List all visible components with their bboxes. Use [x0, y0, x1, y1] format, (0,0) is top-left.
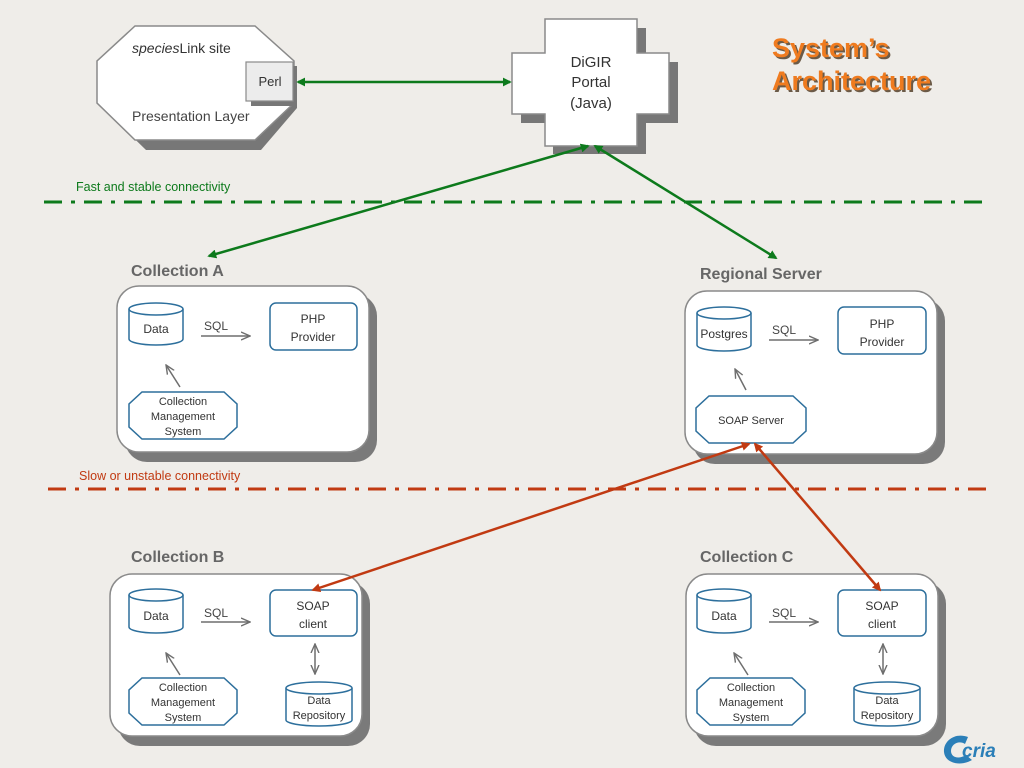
soap-server-collection-b-link: [311, 442, 751, 592]
collection-a-cms-arrow: [166, 365, 181, 388]
collection-b-cms-line1: Collection: [159, 682, 207, 694]
collection-b-cms: Collection Management System: [128, 677, 238, 726]
regional-server-title: Regional Server: [700, 266, 822, 283]
collection-b-sql-label: SQL: [204, 606, 228, 620]
collection-c-cms-line3: System: [733, 712, 770, 724]
collection-a-cms: Collection Management System: [128, 391, 238, 440]
collection-c-repo-line2: Repository: [861, 710, 914, 722]
collection-c-client-line1: SOAP: [865, 599, 898, 613]
regional-soap-arrow: [735, 369, 747, 391]
soap-server-collection-c-link: [753, 442, 882, 592]
perl-label: Perl: [258, 74, 281, 89]
collection-c-sql-label: SQL: [772, 606, 796, 620]
presentation-layer-label: Presentation Layer: [132, 108, 250, 124]
slow-connectivity-label: Slow or unstable connectivity: [79, 469, 241, 483]
collection-b-client-line2: client: [299, 617, 328, 631]
collection-a-provider-line1: PHP: [301, 312, 326, 326]
collection-c-data-label: Data: [711, 609, 737, 623]
collection-a-title: Collection A: [131, 263, 224, 280]
collection-b-cms-arrow: [166, 653, 181, 676]
soap-server-label: SOAP Server: [718, 415, 784, 427]
collection-b-repo-line2: Repository: [293, 710, 346, 722]
collection-b-repo-line1: Data: [307, 695, 331, 707]
regional-db-label: Postgres: [700, 327, 747, 341]
collection-a-cms-line2: Management: [151, 411, 215, 423]
collection-c-client-line2: client: [868, 617, 897, 631]
collection-c-title: Collection C: [700, 549, 794, 566]
regional-postgres-db: Postgres: [696, 306, 752, 352]
collection-b-cms-line3: System: [165, 712, 202, 724]
collection-c-panel: Data SQL SOAP client Data Repository Col…: [685, 573, 946, 746]
collection-a-cms-line3: System: [165, 426, 202, 438]
collection-c-cms-line1: Collection: [727, 682, 775, 694]
fast-connectivity-label: Fast and stable connectivity: [76, 180, 231, 194]
portal-line2: Portal: [571, 74, 610, 91]
collection-c-cms: Collection Management System: [696, 677, 806, 726]
collection-c-data-repository: Data Repository: [853, 681, 921, 727]
collection-c-cms-arrow: [734, 653, 749, 676]
collection-c-data-db: Data: [696, 588, 752, 634]
collection-a-panel: Data SQL PHP Provider Collection Managem…: [116, 285, 377, 462]
portal-collection-a-link: [207, 143, 590, 259]
collection-b-panel: Data SQL SOAP client Data Repository Col…: [109, 573, 370, 746]
collection-a-data-label: Data: [143, 322, 169, 336]
collection-a-sql-label: SQL: [204, 319, 228, 333]
collection-c-repo-line1: Data: [875, 695, 899, 707]
collection-b-data-repository: Data Repository: [285, 681, 353, 727]
page-title: System’s Architecture: [772, 32, 931, 98]
collection-b-client-line1: SOAP: [296, 599, 329, 613]
regional-php-provider: PHP Provider: [837, 306, 927, 355]
collection-c-soap-client: SOAP client: [837, 589, 927, 637]
collection-b-cms-line2: Management: [151, 697, 215, 709]
collection-b-title: Collection B: [131, 549, 224, 566]
portal-line3: (Java): [570, 95, 612, 112]
collection-a-cms-line1: Collection: [159, 396, 207, 408]
collection-b-soap-client: SOAP client: [269, 589, 358, 637]
portal-regional-link: [593, 144, 778, 260]
collection-a-php-provider: PHP Provider: [269, 302, 358, 351]
regional-soap-server: SOAP Server: [695, 395, 807, 444]
digir-portal: DiGIR Portal (Java): [511, 18, 678, 154]
regional-provider-line2: Provider: [860, 335, 905, 349]
cria-logo: cria: [943, 735, 996, 764]
perl-box: Perl: [245, 61, 297, 106]
regional-provider-line1: PHP: [870, 317, 895, 331]
collection-a-provider-line2: Provider: [291, 330, 336, 344]
collection-b-data-label: Data: [143, 609, 169, 623]
species-link-name: speciesLink site: [132, 40, 231, 56]
collection-b-data-db: Data: [128, 588, 184, 634]
regional-sql-label: SQL: [772, 323, 796, 337]
portal-line1: DiGIR: [571, 54, 612, 71]
regional-server-panel: Postgres SQL PHP Provider SOAP Server: [684, 290, 945, 464]
collection-c-cms-line2: Management: [719, 697, 783, 709]
cria-logo-text: cria: [962, 741, 996, 762]
collection-a-data-db: Data: [128, 302, 184, 346]
cria-logo-mark: [943, 735, 972, 764]
title-line1: System’s: [772, 33, 890, 63]
title-line2: Architecture: [772, 66, 932, 96]
